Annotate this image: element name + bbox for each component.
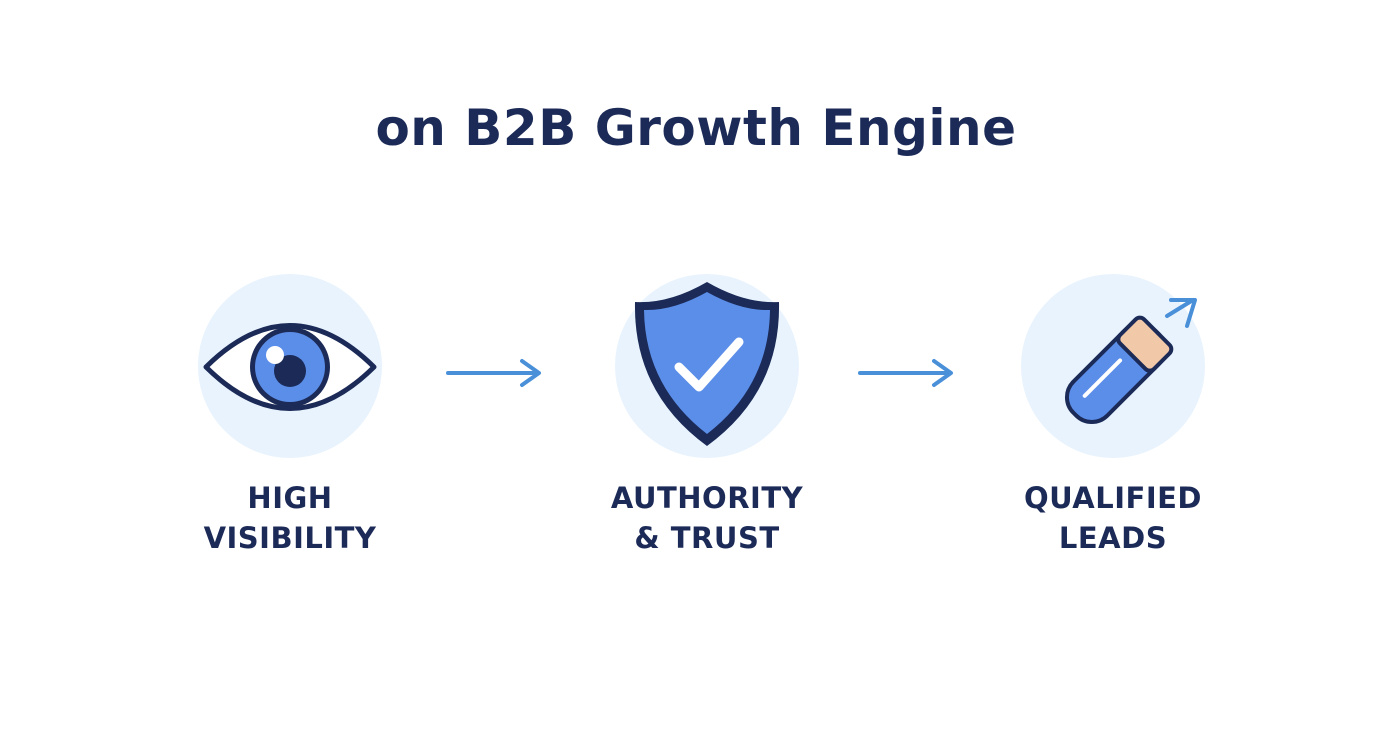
step-label: HIGH VISIBILITY xyxy=(160,478,420,558)
usb-drive-arrow-icon xyxy=(1021,274,1205,458)
step-label-line1: QUALIFIED xyxy=(1023,481,1202,515)
diagram-title: on B2B Growth Engine xyxy=(375,99,1017,157)
shield-check-icon xyxy=(615,274,799,458)
right-arrow-icon xyxy=(446,359,541,387)
step-label-line1: HIGH xyxy=(247,481,333,515)
right-arrow-icon xyxy=(858,359,953,387)
step-label-line2: LEADS xyxy=(1058,521,1168,555)
step-label-line2: & TRUST xyxy=(634,521,780,555)
step-label-line2: VISIBILITY xyxy=(203,521,377,555)
step-label: AUTHORITY & TRUST xyxy=(577,478,837,558)
eye-icon xyxy=(198,274,382,458)
step-label-line1: AUTHORITY xyxy=(610,481,804,515)
step-label: QUALIFIED LEADS xyxy=(983,478,1243,558)
